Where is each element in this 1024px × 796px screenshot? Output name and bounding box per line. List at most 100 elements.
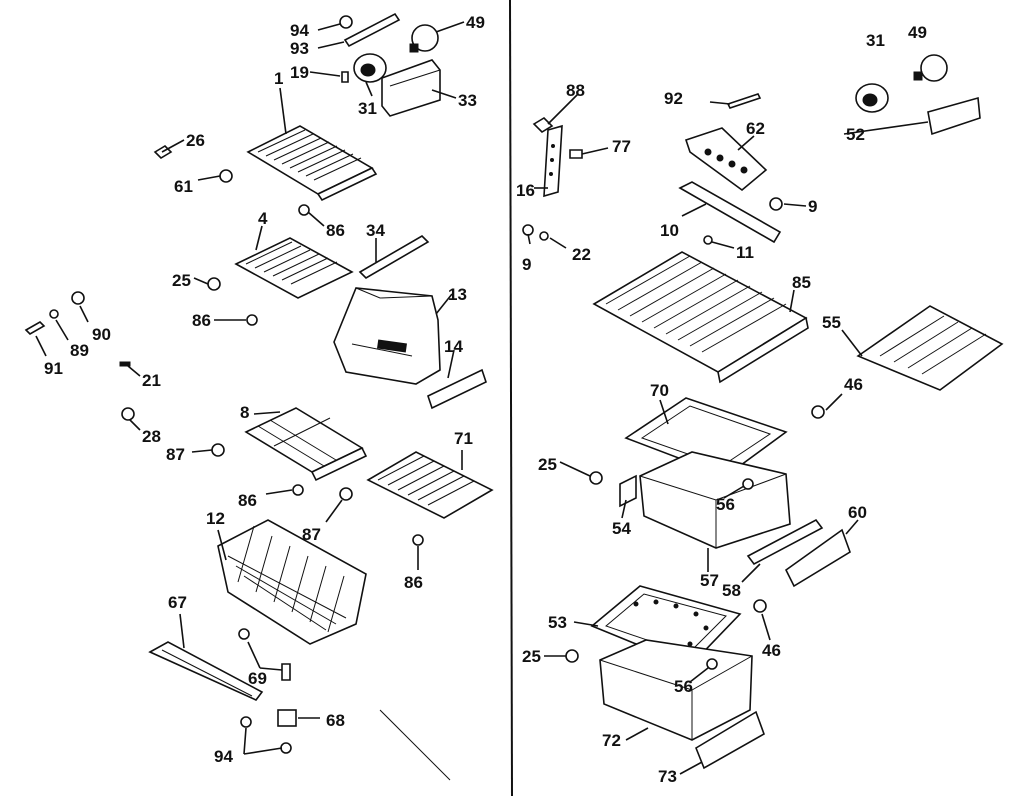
label-69: 69 <box>248 669 267 688</box>
part-58-trim <box>746 518 824 566</box>
part-61-clip <box>219 169 233 183</box>
part-22-clip <box>539 231 549 241</box>
part-9-clip-a <box>769 197 783 211</box>
part-8-shelf <box>244 407 368 482</box>
part-1-shelf <box>246 125 378 202</box>
label-9-a: 9 <box>808 197 817 216</box>
label-70: 70 <box>650 381 669 400</box>
part-25-clip-b <box>589 471 603 485</box>
label-28: 28 <box>142 427 161 446</box>
label-57: 57 <box>700 571 719 590</box>
label-58: 58 <box>722 581 741 600</box>
part-16-rail <box>543 124 563 198</box>
label-56-b: 56 <box>674 677 693 696</box>
part-9-clip-b <box>522 224 534 236</box>
part-86-clip-a <box>298 204 310 216</box>
label-91: 91 <box>44 359 63 378</box>
label-10: 10 <box>660 221 679 240</box>
label-26: 26 <box>186 131 205 150</box>
part-19-screw <box>341 71 349 83</box>
part-85-shelf <box>592 251 809 384</box>
part-86-clip-d <box>412 534 424 546</box>
part-69-screw-b <box>281 663 291 681</box>
center-divider <box>509 0 513 796</box>
part-88-cap <box>532 116 554 134</box>
label-14: 14 <box>444 337 463 356</box>
label-85: 85 <box>792 273 811 292</box>
label-92: 92 <box>664 89 683 108</box>
part-93-rod <box>343 12 401 48</box>
label-9-b: 9 <box>522 255 531 274</box>
part-21-screw <box>119 361 131 367</box>
labels: 94 93 19 49 1 31 33 26 61 86 4 34 25 13 … <box>44 13 927 786</box>
label-25-a: 25 <box>172 271 191 290</box>
part-46-clip-b <box>753 599 767 613</box>
label-72: 72 <box>602 731 621 750</box>
part-73-trim <box>695 710 765 770</box>
part-68-block <box>277 709 297 727</box>
label-49-b: 49 <box>908 23 927 42</box>
part-86-clip-c <box>292 484 304 496</box>
part-60-trim <box>784 528 851 588</box>
part-77-screw <box>569 149 583 159</box>
part-87-clip-b <box>339 487 353 501</box>
part-33-cover <box>381 59 441 117</box>
part-34-rail <box>358 234 430 280</box>
part-55-shelf <box>856 305 1004 391</box>
part-62-tray <box>684 127 768 192</box>
label-87-b: 87 <box>302 525 321 544</box>
part-87-clip-a <box>211 443 225 457</box>
label-25-c: 25 <box>522 647 541 666</box>
label-86-c: 86 <box>238 491 257 510</box>
part-86-clip-b <box>246 314 258 326</box>
label-62: 62 <box>746 119 765 138</box>
label-11: 11 <box>736 243 754 262</box>
label-61: 61 <box>174 177 193 196</box>
part-49-bulb <box>409 24 439 53</box>
part-56-screw-b <box>706 658 718 670</box>
label-93: 93 <box>290 39 309 58</box>
label-86-d: 86 <box>404 573 423 592</box>
label-4: 4 <box>258 209 268 228</box>
label-19: 19 <box>290 63 309 82</box>
label-56-a: 56 <box>716 495 735 514</box>
label-46-b: 46 <box>762 641 781 660</box>
label-86-b: 86 <box>192 311 211 330</box>
part-69-screw-a <box>238 628 250 640</box>
part-14-trim <box>427 368 487 410</box>
label-1: 1 <box>274 69 283 88</box>
part-11-screw <box>703 235 713 245</box>
part-94-nut-b <box>240 716 292 754</box>
part-91-bolt <box>24 321 46 335</box>
label-13: 13 <box>448 285 467 304</box>
label-94-a: 94 <box>290 21 309 40</box>
leader-lines <box>35 21 929 775</box>
part-54-slide <box>619 474 637 508</box>
label-46-a: 46 <box>844 375 863 394</box>
label-73: 73 <box>658 767 677 786</box>
part-67-rail <box>148 641 264 701</box>
label-68: 68 <box>326 711 345 730</box>
label-54: 54 <box>612 519 631 538</box>
label-94-b: 94 <box>214 747 233 766</box>
label-88: 88 <box>566 81 585 100</box>
label-16: 16 <box>516 181 535 200</box>
label-67: 67 <box>168 593 187 612</box>
part-10-rail <box>678 181 782 244</box>
label-89: 89 <box>70 341 89 360</box>
part-92-bolt <box>726 93 762 109</box>
label-21: 21 <box>142 371 161 390</box>
part-25-clip-a <box>207 277 221 291</box>
label-77: 77 <box>612 137 631 156</box>
label-71: 71 <box>454 429 473 448</box>
label-60: 60 <box>848 503 867 522</box>
part-4-shelf <box>234 237 354 299</box>
label-25-b: 25 <box>538 455 557 474</box>
label-12: 12 <box>206 509 225 528</box>
label-86-a: 86 <box>326 221 345 240</box>
part-46-clip-a <box>811 405 825 419</box>
label-52: 52 <box>846 125 865 144</box>
label-53: 53 <box>548 613 567 632</box>
part-89-washer <box>49 309 59 319</box>
part-71-shelf <box>366 451 494 519</box>
